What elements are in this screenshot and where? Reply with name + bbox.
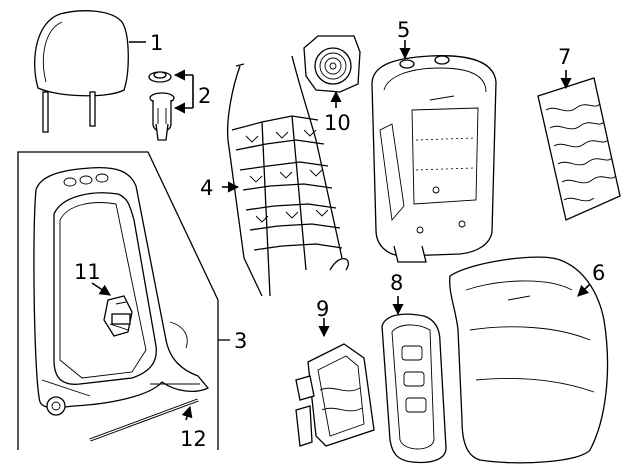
callout-2: 2 <box>198 84 211 108</box>
frame-part <box>17 151 230 450</box>
back-pad-part <box>371 40 497 263</box>
lumbar-motor-part <box>91 282 133 337</box>
callout-7: 7 <box>558 45 571 69</box>
speaker-part <box>303 35 361 108</box>
callout-11: 11 <box>74 260 101 284</box>
rod-part <box>89 398 199 442</box>
side-panel-part <box>381 296 447 464</box>
callout-5: 5 <box>397 18 410 42</box>
callout-3: 3 <box>234 329 247 353</box>
callout-4: 4 <box>200 176 213 200</box>
callout-9: 9 <box>316 297 329 321</box>
callout-6: 6 <box>592 261 605 285</box>
callout-1: 1 <box>150 31 163 55</box>
heater-mat-part <box>537 70 621 221</box>
headrest-part <box>34 10 146 133</box>
callout-8: 8 <box>390 271 403 295</box>
headrest-guide-part <box>148 69 194 141</box>
module-part <box>295 318 375 447</box>
callout-12: 12 <box>180 427 207 451</box>
callout-10: 10 <box>324 111 351 135</box>
back-cover-part <box>449 256 609 464</box>
wire-mat-part <box>222 55 349 297</box>
